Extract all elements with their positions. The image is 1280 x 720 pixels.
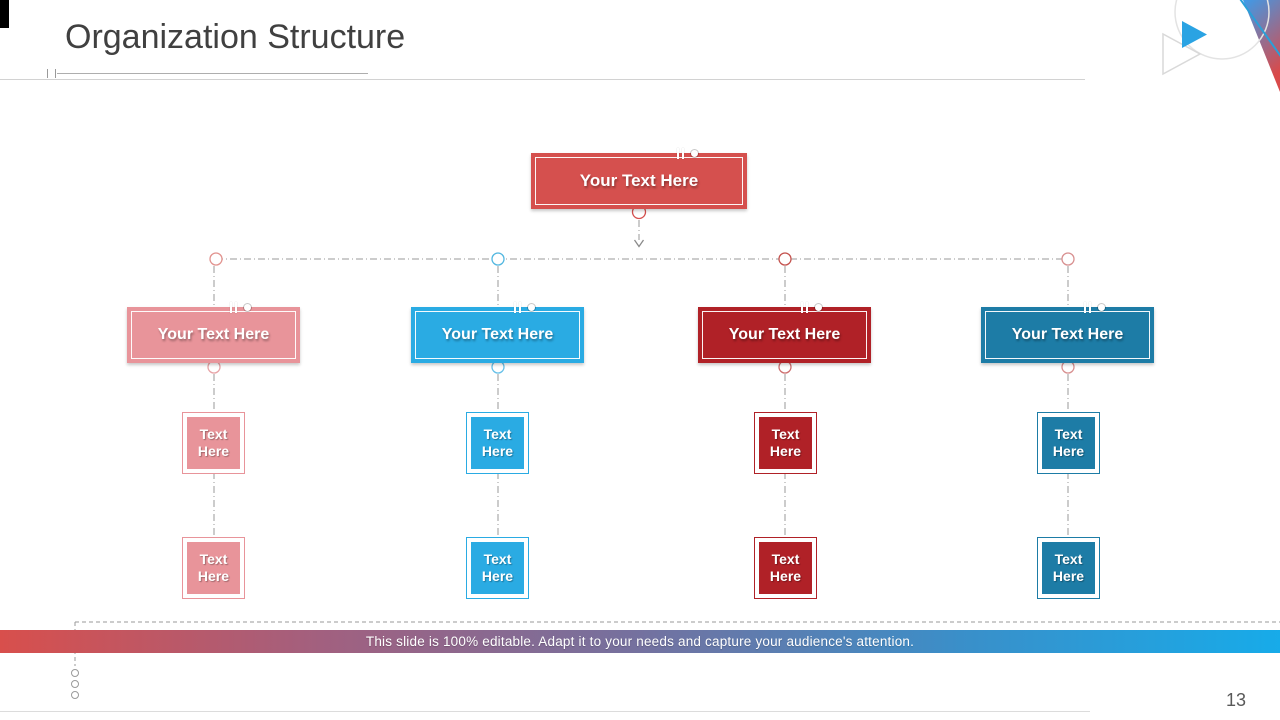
org-branch-label: Your Text Here — [157, 326, 270, 343]
junction-circle — [1061, 252, 1075, 266]
corner-circle-outline — [1174, 0, 1270, 60]
corner-diagonal-line — [1239, 0, 1280, 57]
org-leaf-label: Text Here — [1042, 542, 1095, 594]
footer-dot — [71, 680, 79, 688]
page-number: 13 — [1225, 690, 1246, 710]
org-leaf-box-2-2[interactable]: Text Here — [466, 537, 529, 599]
org-branch-label: Your Text Here — [1011, 326, 1124, 343]
footer-text: This slide is 100% editable. Adapt it to… — [365, 634, 915, 649]
footer-dot — [71, 691, 79, 699]
outlined-play-triangle-icon — [1162, 32, 1202, 76]
org-leaf-label: Text Here — [1042, 417, 1095, 469]
footer-dot — [71, 669, 79, 677]
selection-marks-icon — [514, 302, 540, 314]
arrow-down-icon — [633, 239, 645, 248]
org-leaf-label: Text Here — [187, 417, 240, 469]
selection-marks-icon — [230, 302, 256, 314]
org-leaf-box-2-1[interactable]: Text Here — [466, 412, 529, 474]
corner-decoration — [1162, 0, 1280, 92]
play-icon — [1182, 21, 1207, 48]
org-leaf-label: Text Here — [471, 417, 524, 469]
corner-gradient-triangle — [1243, 0, 1280, 92]
org-branch-box-2[interactable]: Your Text Here — [411, 302, 584, 363]
org-branch-box-3[interactable]: Your Text Here — [698, 302, 871, 363]
org-leaf-box-3-2[interactable]: Text Here — [754, 537, 817, 599]
title-tick-marks — [47, 69, 56, 78]
org-leaf-label: Text Here — [187, 542, 240, 594]
org-leaf-box-1-1[interactable]: Text Here — [182, 412, 245, 474]
slide-title: Organization Structure — [65, 18, 406, 56]
org-leaf-box-3-1[interactable]: Text Here — [754, 412, 817, 474]
junction-circle — [778, 252, 792, 266]
junction-circle — [491, 252, 505, 266]
footer-bar: This slide is 100% editable. Adapt it to… — [0, 630, 1280, 653]
selection-marks-icon — [801, 302, 827, 314]
selection-marks-icon — [1084, 302, 1110, 314]
org-root-box[interactable]: Your Text Here — [531, 148, 747, 209]
org-leaf-box-4-2[interactable]: Text Here — [1037, 537, 1100, 599]
org-root-label: Your Text Here — [579, 171, 699, 190]
org-leaf-label: Text Here — [471, 542, 524, 594]
header-divider — [0, 79, 1085, 80]
footer-divider — [0, 711, 1090, 712]
title-underline — [57, 73, 368, 74]
org-leaf-box-1-2[interactable]: Text Here — [182, 537, 245, 599]
title-accent-bar — [0, 0, 9, 28]
org-branch-label: Your Text Here — [441, 326, 554, 343]
selection-marks-icon — [677, 148, 703, 160]
org-branch-label: Your Text Here — [728, 326, 841, 343]
org-leaf-label: Text Here — [759, 542, 812, 594]
org-branch-box-1[interactable]: Your Text Here — [127, 302, 300, 363]
org-leaf-box-4-1[interactable]: Text Here — [1037, 412, 1100, 474]
org-leaf-label: Text Here — [759, 417, 812, 469]
junction-circle — [209, 252, 223, 266]
org-branch-box-4[interactable]: Your Text Here — [981, 302, 1154, 363]
